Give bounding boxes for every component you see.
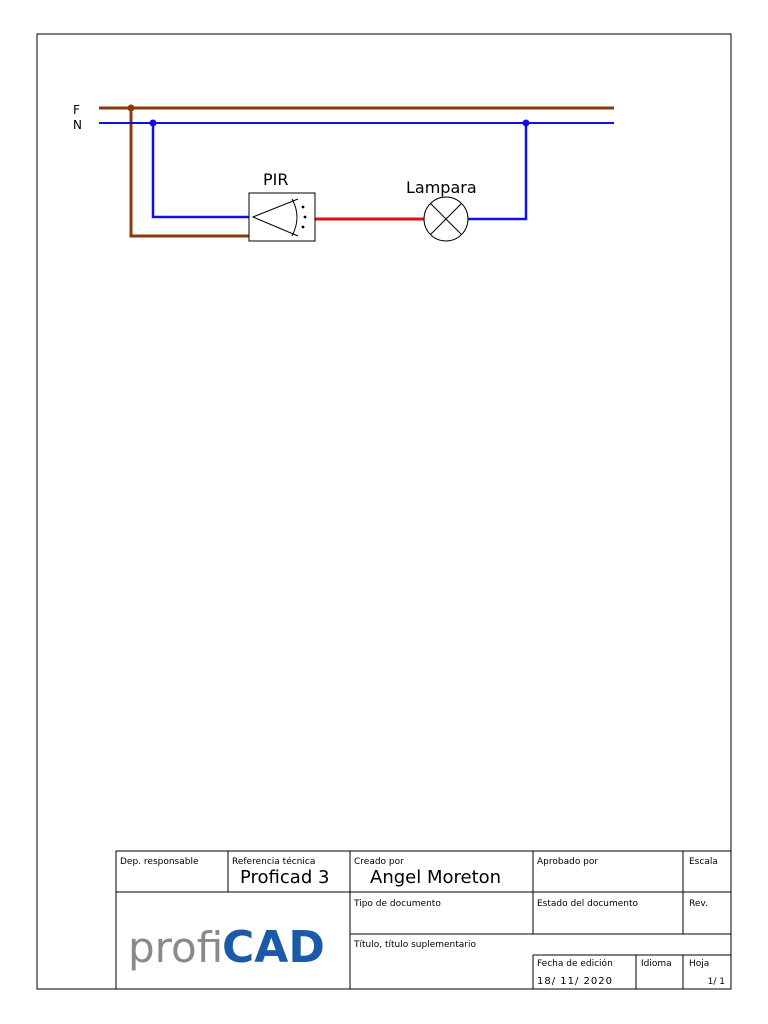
pir-dot-3 bbox=[301, 225, 305, 229]
neutral-label: N bbox=[73, 118, 82, 132]
lamp-symbol bbox=[423, 196, 469, 242]
pir-arc-icon bbox=[291, 198, 298, 237]
referencia-value: Proficad 3 bbox=[240, 867, 329, 888]
hoja-value: 1/ 1 bbox=[708, 977, 725, 987]
estado-documento-label: Estado del documento bbox=[537, 899, 639, 909]
logo-text-profi: profi bbox=[128, 923, 223, 972]
escala-label: Escala bbox=[689, 857, 718, 867]
logo-text-cad: CAD bbox=[222, 922, 325, 973]
hoja-label: Hoja bbox=[689, 959, 709, 969]
creado-value: Angel Moreton bbox=[370, 867, 501, 888]
drawing-frame bbox=[36, 33, 732, 990]
fecha-value: 18/ 11/ 2020 bbox=[537, 976, 613, 987]
title-block bbox=[115, 850, 732, 990]
aprobado-label: Aprobado por bbox=[537, 857, 598, 867]
pir-cone-icon bbox=[251, 198, 299, 237]
phase-label: F bbox=[73, 103, 80, 117]
neutral-drop-to-lamp bbox=[468, 123, 528, 221]
dep-responsable-label: Dep. responsable bbox=[120, 857, 199, 867]
titulo-label: Título, título suplementario bbox=[353, 940, 476, 950]
tipo-documento-label: Tipo de documento bbox=[353, 899, 441, 909]
phase-junction-dot bbox=[127, 104, 135, 112]
neutral-drop-to-pir bbox=[151, 123, 249, 219]
pir-dot-1 bbox=[301, 205, 305, 209]
neutral-junction-dot-right bbox=[522, 119, 530, 127]
neutral-wires bbox=[99, 122, 614, 221]
title-block-frame bbox=[115, 850, 732, 990]
creado-label: Creado por bbox=[354, 857, 404, 867]
phase-wires bbox=[99, 106, 614, 238]
pir-dot-2 bbox=[303, 215, 307, 219]
lamp-label: Lampara bbox=[406, 178, 477, 197]
idioma-label: Idioma bbox=[641, 959, 672, 969]
fecha-label: Fecha de edición bbox=[537, 958, 613, 969]
neutral-junction-dot-left bbox=[149, 119, 157, 127]
proficad-logo: profi CAD bbox=[128, 922, 325, 973]
pir-sensor-symbol bbox=[248, 192, 316, 242]
referencia-label: Referencia técnica bbox=[232, 856, 315, 867]
lamp-cross-b bbox=[430, 203, 462, 235]
rev-label: Rev. bbox=[689, 899, 708, 909]
phase-drop-wire bbox=[129, 108, 249, 238]
pir-label: PIR bbox=[263, 170, 288, 189]
